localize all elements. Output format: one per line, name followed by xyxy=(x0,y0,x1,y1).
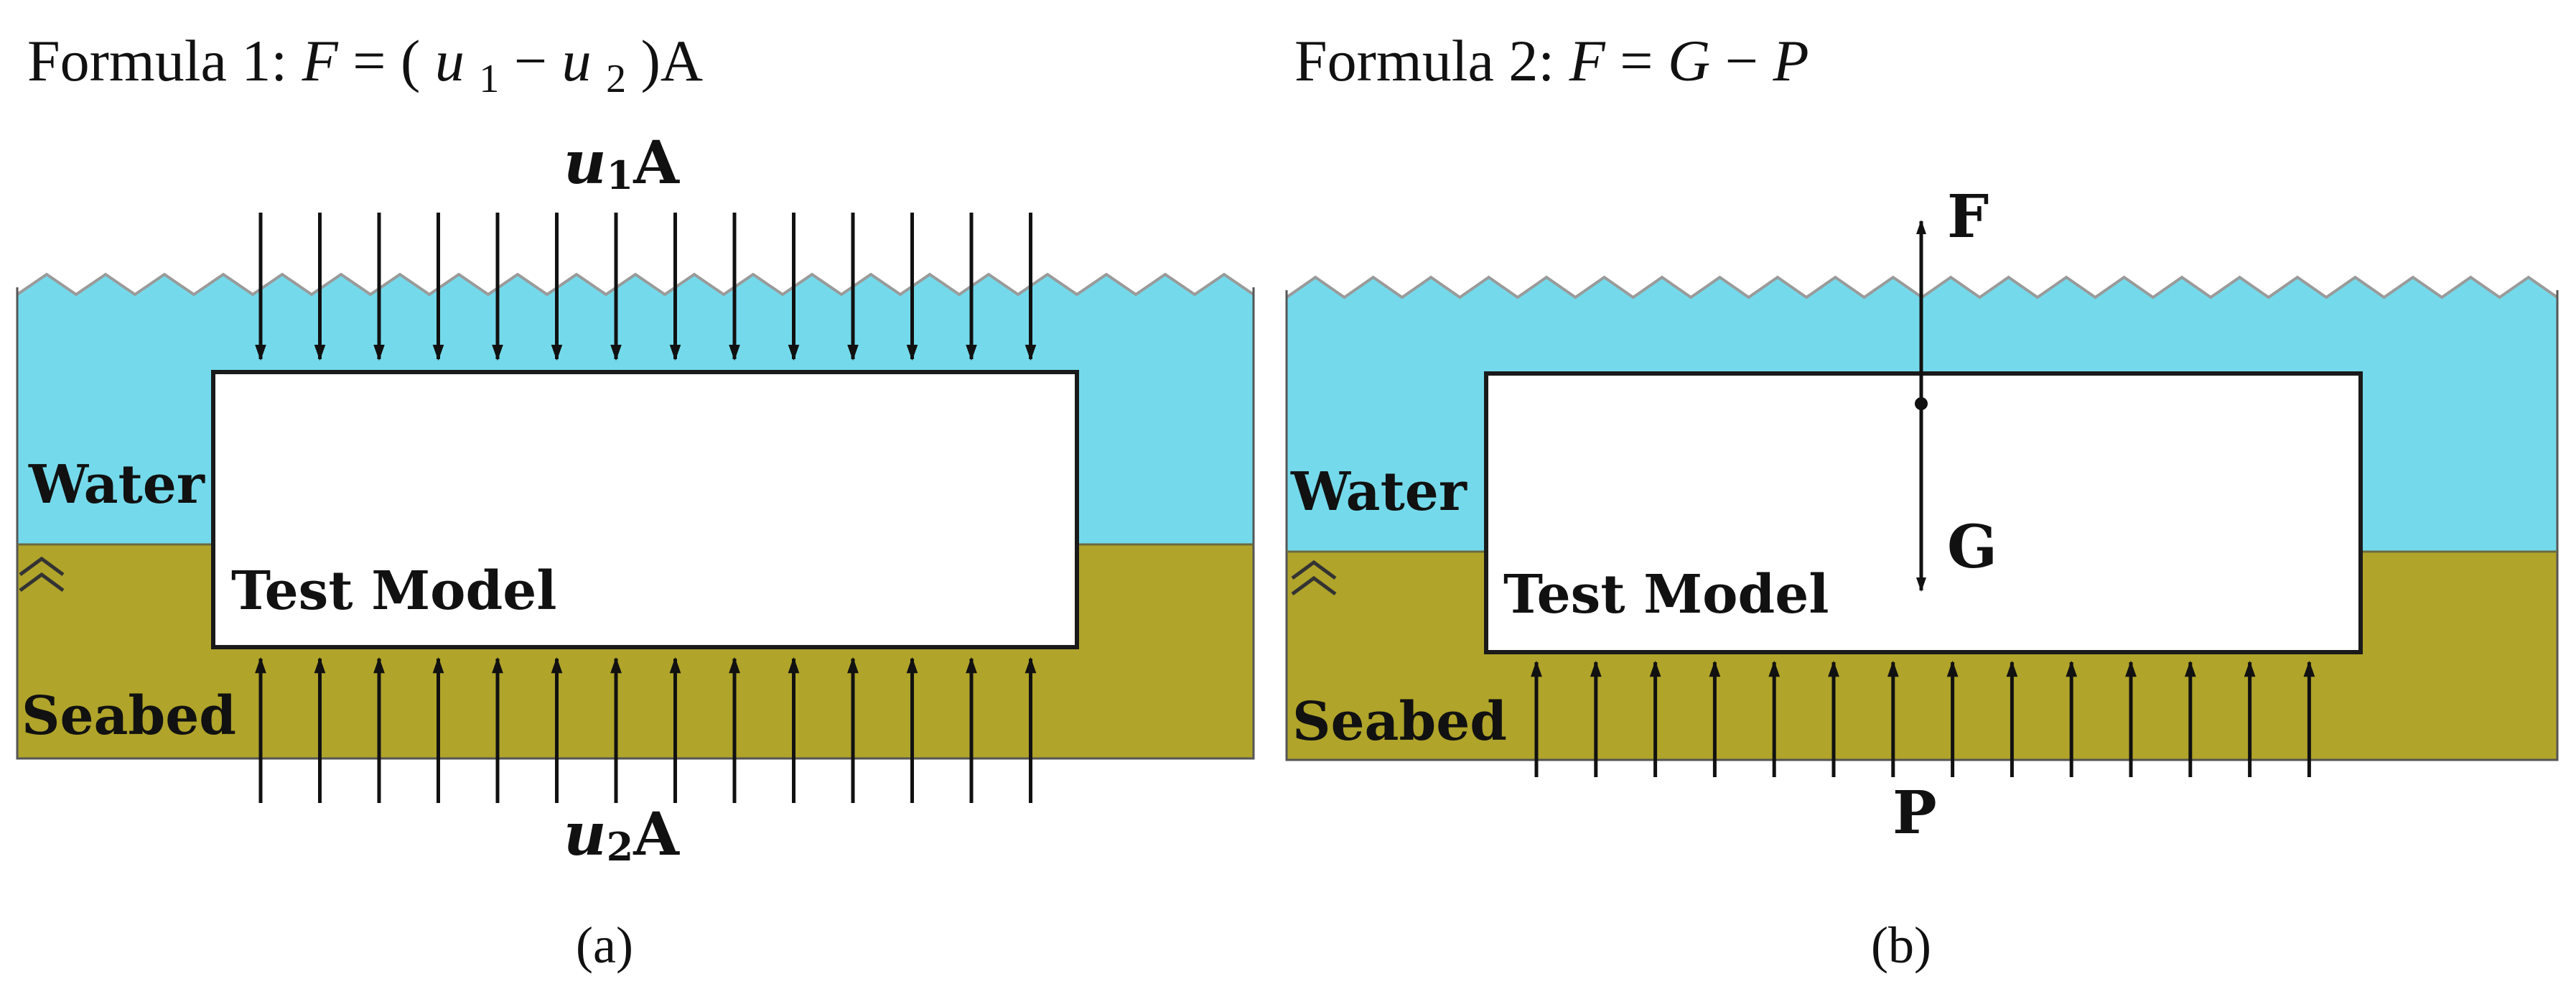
top-force-label: u1A xyxy=(564,129,680,198)
test-model-label-b: Test Model xyxy=(1503,564,1829,626)
formula-1-u2: u xyxy=(562,28,592,93)
top-pressure-arrows-a xyxy=(255,213,1037,361)
test-model-box-b xyxy=(1484,371,2363,654)
formula-2: Formula 2: F = G − P xyxy=(1294,28,1809,93)
seabed-label-a: Seabed xyxy=(22,685,236,747)
formula-1-sub1: 1 xyxy=(479,57,499,101)
domain-outline-a xyxy=(16,287,1255,760)
water-level-symbol-icon xyxy=(19,556,65,593)
formula-2-P: P xyxy=(1772,28,1809,93)
water-label-a: Water xyxy=(28,454,205,516)
formula-2-prefix: Formula 2: xyxy=(1294,28,1554,93)
formula-1-sub2: 2 xyxy=(606,57,626,101)
center-of-mass-dot xyxy=(1915,397,1928,410)
test-model-box-a xyxy=(211,370,1079,649)
seabed-label-b: Seabed xyxy=(1292,691,1507,753)
pressure-label: P xyxy=(1893,779,1937,848)
formula-2-equals: = xyxy=(1620,28,1668,93)
formula-2-minus: − xyxy=(1725,28,1773,93)
formula-1-close: )A xyxy=(641,28,704,93)
wave-surface-a xyxy=(16,272,1255,297)
water-label-b: Water xyxy=(1290,461,1467,523)
formula-1-equals: = ( xyxy=(353,28,420,93)
formula-1-u1: u xyxy=(435,28,465,93)
formula-1-prefix: Formula 1: xyxy=(27,28,287,93)
formula-1-minus: − xyxy=(514,28,562,93)
test-model-label-a: Test Model xyxy=(231,560,556,622)
panel-a: Formula 1: F = ( u 1 − u 2 )A xyxy=(16,28,1255,974)
bottom-force-label: u2A xyxy=(564,800,680,870)
formula-2-G: G xyxy=(1668,28,1710,93)
seabed-pressure-arrows-b xyxy=(1531,660,2315,777)
formula-1-F: F xyxy=(302,28,339,93)
formula-1: Formula 1: F = ( u 1 − u 2 )A xyxy=(27,28,703,105)
gravity-label: G xyxy=(1947,513,1997,582)
bottom-pressure-arrows-a xyxy=(255,656,1037,803)
domain-outline-b xyxy=(1285,290,2559,761)
panel-b: Formula 2: F = G − P F G P Water Test M xyxy=(1285,28,2559,974)
caption-a: (a) xyxy=(576,916,633,974)
water-level-symbol-icon xyxy=(1291,560,1337,596)
formula-2-F: F xyxy=(1569,28,1606,93)
buoyancy-gravity-arrows xyxy=(1915,220,1928,592)
caption-b: (b) xyxy=(1871,916,1931,974)
buoyancy-label: F xyxy=(1947,182,1989,251)
